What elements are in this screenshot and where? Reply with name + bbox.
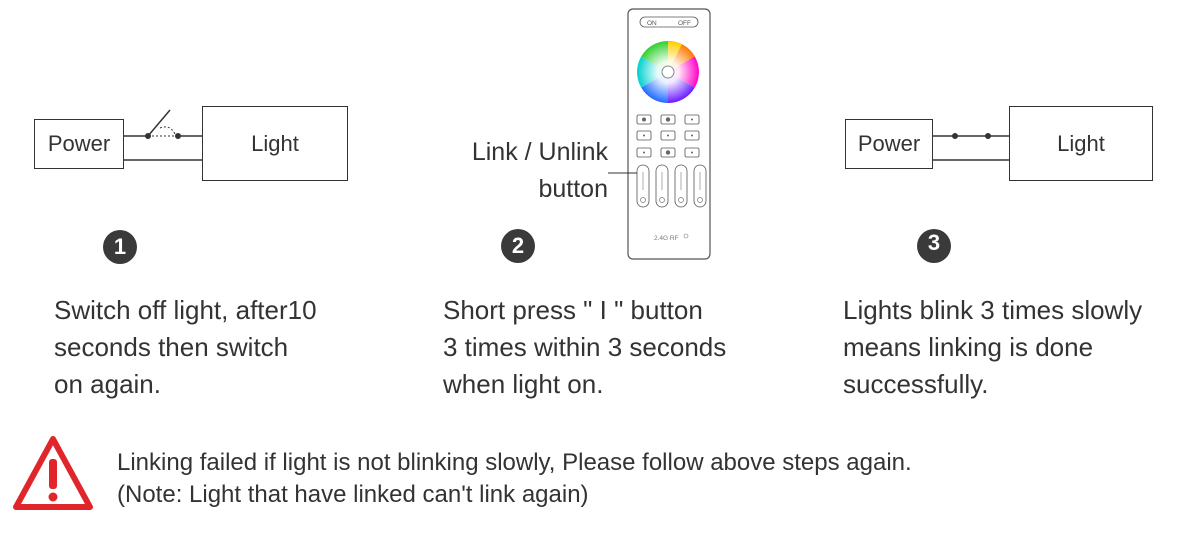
power-label: Power <box>47 131 111 156</box>
light-box: Light <box>1009 106 1153 181</box>
step1-description: Switch off light, after10 seconds then s… <box>54 295 317 399</box>
on-off-switch[interactable] <box>639 16 699 28</box>
step2-number-badge: 2 <box>501 229 535 263</box>
switch-contact-left <box>952 133 958 139</box>
off-label: OFF <box>678 20 691 27</box>
power-label: Power <box>857 131 921 156</box>
light-label: Light <box>1057 130 1105 156</box>
registered-mark-icon <box>683 233 689 239</box>
on-label: ON <box>647 20 657 27</box>
power-box: Power <box>845 119 933 169</box>
warning-message: Linking failed if light is not blinking … <box>117 449 912 508</box>
warning-triangle-icon <box>13 436 93 510</box>
link-unlink-button-label: Link / Unlink button <box>471 138 608 203</box>
step3-wiring <box>932 133 1010 161</box>
light-label: Light <box>251 130 299 156</box>
remote-control: ON OFF <box>608 8 711 260</box>
step3-number-badge: 3 <box>917 229 951 263</box>
light-box: Light <box>202 106 348 181</box>
rf-label: 2.4G RF <box>654 235 679 242</box>
step1-wiring <box>123 109 203 161</box>
open-switch-icon <box>147 109 171 137</box>
power-box: Power <box>34 119 124 169</box>
color-wheel[interactable] <box>637 41 699 103</box>
switch-contact-right <box>985 133 991 139</box>
step3-description: Lights blink 3 times slowly means linkin… <box>843 295 1143 399</box>
step2-description: Short press " I " button 3 times within … <box>443 295 727 399</box>
step1-number-badge: 1 <box>103 230 137 264</box>
